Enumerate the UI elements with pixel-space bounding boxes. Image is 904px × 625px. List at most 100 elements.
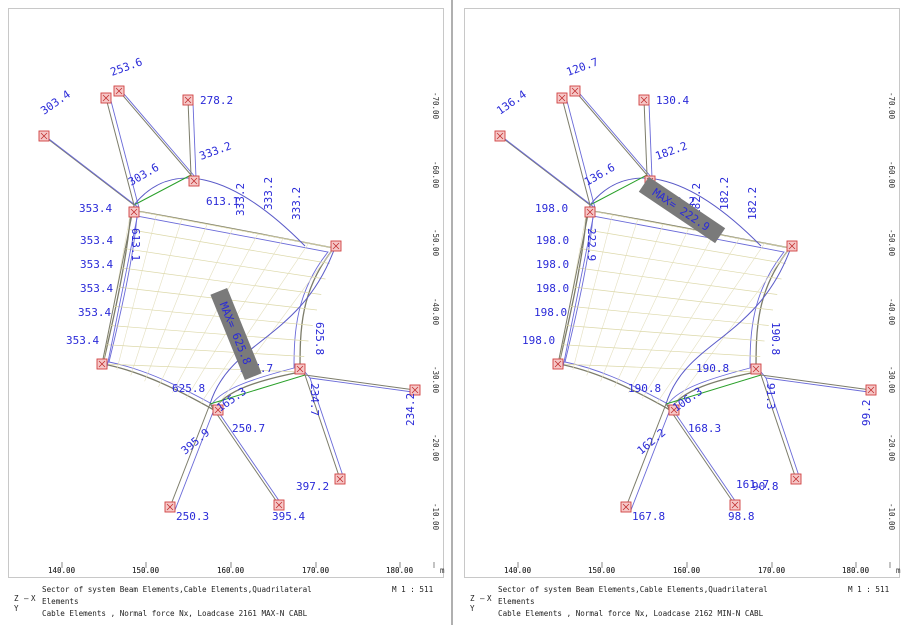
membrane-line [172, 233, 259, 393]
membrane-line [130, 219, 183, 376]
stay-cable [760, 374, 797, 480]
membrane-line [569, 305, 769, 326]
stay-cable [574, 90, 648, 176]
force-value-label: 353.4 [80, 258, 113, 271]
support-node-icon [40, 132, 48, 140]
force-value-label: 333.2 [234, 183, 247, 216]
stay-cable [118, 90, 192, 176]
y-tick-label: -70.00 [431, 92, 440, 120]
stay-cable-outline [110, 100, 140, 209]
footer-line1: Sector of system Beam Elements,Cable Ele… [498, 585, 768, 594]
force-value-label: 353.4 [78, 306, 111, 319]
force-value-label: 198.0 [536, 234, 569, 247]
support-node-icon [640, 96, 648, 104]
force-value-label: 353.4 [79, 202, 112, 215]
membrane-line [102, 363, 301, 373]
force-value-label: 136.6 [582, 161, 617, 189]
force-value-label: 90.8 [752, 480, 779, 493]
tie-line [133, 174, 192, 206]
stay-cable [561, 97, 591, 206]
axis-symbol-icon: Z — X Y [14, 594, 36, 613]
stay-cable-outline [214, 406, 285, 509]
force-value-label: 198.0 [536, 282, 569, 295]
axis-x-label: X [31, 594, 36, 603]
y-tick-label: -40.00 [431, 298, 440, 326]
membrane-line [562, 344, 761, 357]
max-bar [210, 287, 262, 381]
membrane-line [116, 214, 157, 370]
stay-cable-outline [174, 406, 216, 511]
axis-symbol-icon: Z — X Y [470, 594, 492, 613]
force-value-label: 99.2 [860, 400, 873, 427]
arch-cable [665, 249, 791, 405]
support-node-icon [190, 177, 198, 185]
arch-cable [589, 177, 762, 247]
x-tick-label: 160.00 [217, 566, 245, 575]
membrane-line [583, 228, 786, 264]
force-value-label: 353.4 [80, 234, 113, 247]
support-node-icon [867, 386, 875, 394]
max-bar [638, 176, 726, 244]
force-value-label: 168.3 [688, 422, 721, 435]
force-value-label: 613.1 [129, 228, 142, 261]
x-tick-label: 160.00 [673, 566, 701, 575]
x-tick-label: 160.00 [217, 566, 245, 575]
stay-cable [209, 403, 280, 506]
stay-cable-outline [765, 377, 802, 483]
force-value-label: 120.7 [565, 55, 601, 79]
force-value-label: 198.0 [535, 202, 568, 215]
axis-x-label: X [487, 594, 492, 603]
membrane-line [655, 243, 765, 405]
support-node-icon [752, 365, 760, 373]
force-value-label: 98.8 [728, 510, 755, 523]
stay-cable-outline [765, 377, 877, 394]
tie-line [209, 374, 306, 405]
support-node-icon [336, 475, 344, 483]
membrane-line [127, 228, 330, 264]
stay-cable-outline [48, 138, 140, 209]
x-tick-label: 150.00 [588, 566, 616, 575]
support-node-icon [622, 503, 630, 511]
support-node-icon [214, 406, 222, 414]
membrane-line [614, 228, 689, 388]
support-node-icon [670, 406, 678, 414]
arch-cable [209, 249, 335, 405]
membrane-line [158, 228, 233, 388]
stay-cable-outline [630, 406, 672, 511]
y-tick-label: -10.00 [431, 503, 440, 531]
support-node-icon [275, 501, 283, 509]
support-node-icon [731, 501, 739, 509]
panel-divider [451, 0, 453, 625]
support-node-icon [98, 360, 106, 368]
arch-cable [133, 177, 306, 247]
membrane-line [113, 305, 313, 326]
force-value-label: 613.1 [206, 195, 239, 208]
force-value-label: 198.0 [522, 334, 555, 347]
force-value-label: 190.8 [696, 362, 729, 375]
x-tick-label: 180.00 [386, 566, 414, 575]
membrane-line [579, 248, 782, 280]
force-value-label: 333.2 [290, 187, 303, 220]
force-value-label: 353.4 [80, 282, 113, 295]
stay-cable-outline [670, 406, 741, 509]
membrane-line [213, 247, 335, 411]
force-value-label: 625.8 [172, 382, 205, 395]
support-node-icon [571, 87, 579, 95]
stay-cable-outline [106, 207, 140, 368]
force-value-label: 234.2 [404, 393, 417, 426]
stay-cable [169, 403, 211, 508]
y-tick-label: -20.00 [887, 434, 896, 462]
y-tick-label: -70.00 [887, 92, 896, 120]
force-value-label: 198.0 [536, 258, 569, 271]
membrane-line [572, 214, 613, 370]
support-node-icon [411, 386, 419, 394]
support-node-icon [115, 87, 123, 95]
force-value-label: 222.9 [585, 228, 598, 261]
membrane-line [558, 363, 757, 373]
x-tick-label: 140.00 [504, 566, 532, 575]
support-node-icon [558, 94, 566, 102]
support-node-icon [296, 365, 304, 373]
